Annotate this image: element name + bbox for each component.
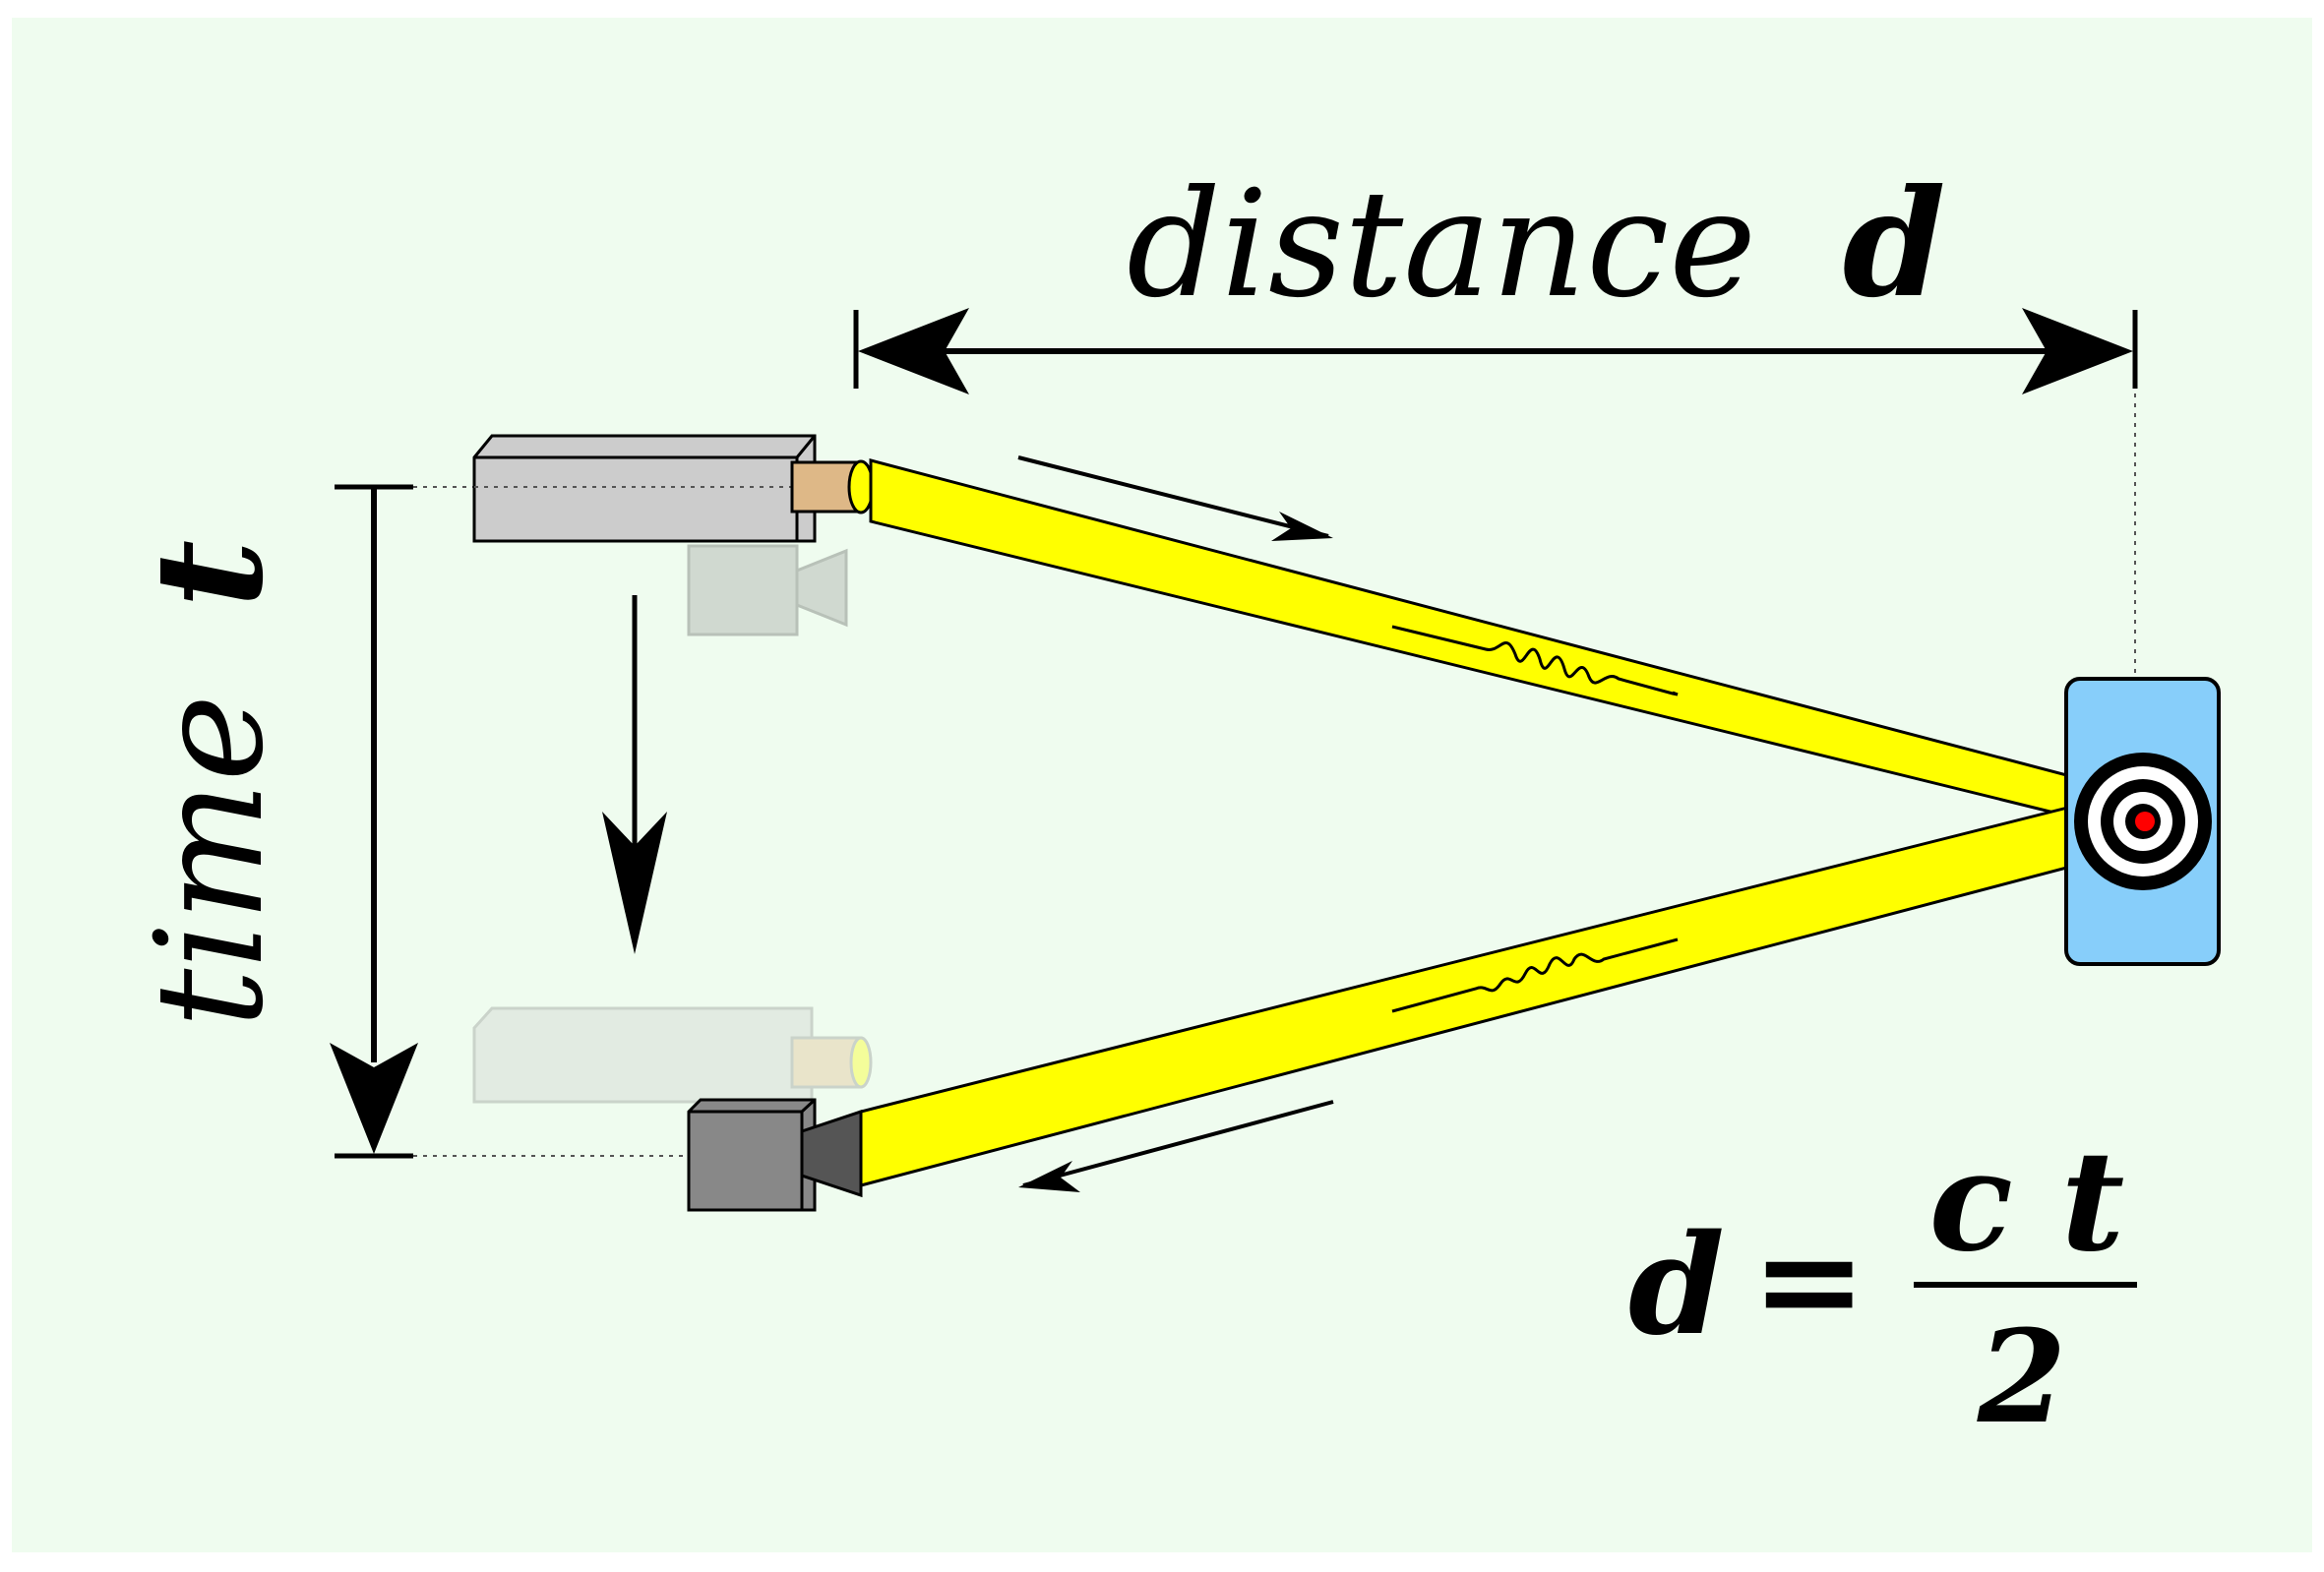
time-symbol: t (123, 540, 296, 608)
ghost-receiver-top (687, 544, 848, 636)
time-word: time (125, 695, 296, 1028)
formula-denominator: 2 (1977, 1301, 2066, 1452)
distance-formula: d = c t 2 (1628, 1121, 2137, 1452)
device-motion-arrow (602, 595, 667, 954)
target (2064, 677, 2221, 966)
direction-arrows (1017, 455, 1334, 1192)
time-label: time t (123, 540, 296, 1028)
diagram-background (12, 18, 2312, 1552)
wave-packets (1391, 625, 1679, 1013)
distance-symbol: d (1843, 157, 1946, 331)
time-arrow (330, 484, 418, 1159)
emitter-device (472, 434, 875, 543)
formula-numerator: c t (1929, 1121, 2125, 1283)
receiver-horn (800, 1109, 863, 1198)
formula-lhs: d (1628, 1205, 1725, 1366)
formula-equals: = (1751, 1200, 1866, 1361)
target-bullseye (2135, 812, 2155, 831)
ghost-emitter-bottom (472, 1006, 873, 1104)
outgoing-direction-arrow (1017, 455, 1329, 538)
distance-arrow (853, 308, 2138, 394)
return-direction-arrow (1022, 1100, 1334, 1187)
distance-label: distance d (1127, 157, 1946, 331)
distance-word: distance (1127, 159, 1756, 331)
receiver-device (687, 1098, 863, 1212)
